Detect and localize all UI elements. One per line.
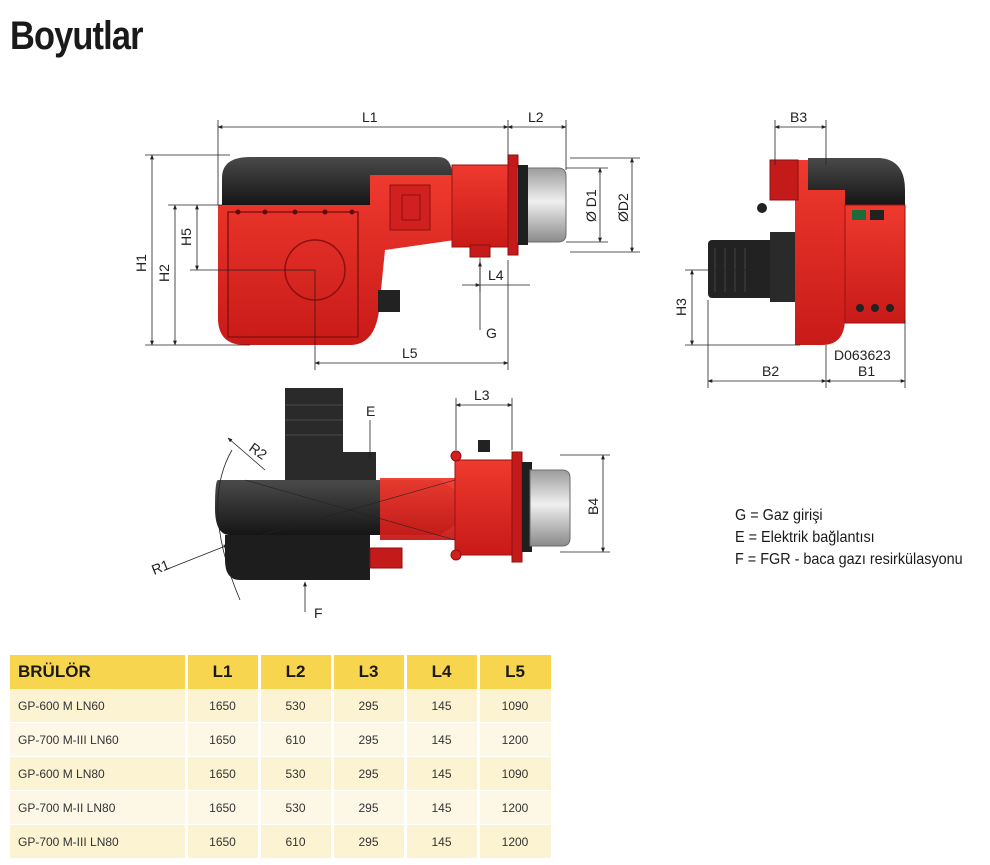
top-flange (511, 451, 523, 563)
side-dimensions (145, 120, 640, 370)
label-R2: R2 (246, 439, 270, 462)
front-side-panel (844, 204, 906, 324)
label-L2: L2 (528, 109, 544, 125)
label-G: G (486, 325, 497, 341)
label-D2: ØD2 (615, 193, 631, 222)
label-L3: L3 (474, 387, 490, 403)
table-row: GP-600 M LN60 1650 530 295 145 1090 (10, 689, 554, 723)
top-head-cylinder (454, 459, 516, 556)
front-motor (708, 240, 778, 298)
label-H2: H2 (156, 264, 172, 282)
cell-l2: 530 (259, 689, 334, 723)
cell-model: GP-700 M-III LN60 (10, 722, 188, 757)
legend-item: F = FGR - baca gazı resirkülasyonu (735, 551, 963, 568)
cell-l1: 1650 (186, 689, 261, 723)
cell-model: GP-600 M LN80 (10, 756, 188, 791)
top-duct (380, 478, 455, 540)
cell-model: GP-700 M-II LN80 (10, 790, 188, 825)
label-H5: H5 (178, 228, 194, 246)
header-l2: L2 (259, 655, 334, 689)
drawing-code: D063623 (834, 347, 891, 363)
side-flange (507, 154, 519, 256)
cell-l1: 1650 (186, 824, 261, 859)
label-B4: B4 (585, 498, 601, 515)
side-head-cylinder (451, 164, 513, 248)
cell-l4: 145 (405, 722, 480, 757)
cell-l5: 1200 (478, 824, 554, 859)
cell-l2: 610 (259, 824, 334, 859)
label-L5: L5 (402, 345, 418, 361)
header-l1: L1 (186, 655, 261, 689)
top-lower-housing (225, 535, 370, 580)
page-title: Boyutlar (10, 14, 144, 58)
cell-model: GP-700 M-III LN80 (10, 824, 188, 859)
cell-l2: 530 (259, 790, 334, 825)
side-nozzle (517, 167, 567, 243)
cell-l5: 1090 (478, 689, 554, 723)
label-B2: B2 (762, 363, 779, 379)
label-D1: Ø D1 (583, 189, 599, 222)
table-row: GP-600 M LN80 1650 530 295 145 1090 (10, 756, 554, 791)
side-actuator (378, 290, 400, 312)
cell-l1: 1650 (186, 756, 261, 791)
header-l3: L3 (332, 655, 407, 689)
label-L4: L4 (488, 267, 504, 283)
label-H3: H3 (673, 298, 689, 316)
cell-l2: 610 (259, 722, 334, 757)
header-l4: L4 (405, 655, 480, 689)
legend-item: G = Gaz girişi (735, 507, 823, 524)
side-connector-box (389, 184, 431, 231)
side-gas-inlet (469, 244, 491, 258)
cell-l4: 145 (405, 790, 480, 825)
cell-l3: 295 (332, 722, 407, 757)
dimension-drawing: L1 L2 H1 H2 H5 Ø D1 ØD2 L4 G L5 B3 (133, 109, 906, 621)
front-dimensions (685, 120, 906, 388)
side-view (218, 154, 567, 345)
table-row: GP-700 M-III LN60 1650 610 295 145 1200 (10, 722, 554, 757)
cell-l3: 295 (332, 756, 407, 791)
table-row: GP-700 M-II LN80 1650 530 295 145 1200 (10, 790, 554, 825)
cell-model: GP-600 M LN60 (10, 689, 188, 723)
label-E: E (366, 403, 375, 419)
cell-l3: 295 (332, 790, 407, 825)
side-bolts (235, 209, 355, 215)
cell-l4: 145 (405, 689, 480, 723)
cell-l1: 1650 (186, 790, 261, 825)
cell-l4: 145 (405, 756, 480, 791)
cell-l3: 295 (332, 689, 407, 723)
cell-l5: 1090 (478, 756, 554, 791)
front-top-cover (808, 158, 905, 205)
top-view (215, 388, 571, 580)
label-B1: B1 (858, 363, 875, 379)
cell-l1: 1650 (186, 722, 261, 757)
cell-l5: 1200 (478, 722, 554, 757)
label-F: F (314, 605, 323, 621)
table-row: GP-700 M-III LN80 1650 610 295 145 1200 (10, 824, 554, 859)
label-H1: H1 (133, 254, 149, 272)
label-L1: L1 (362, 109, 378, 125)
cell-l3: 295 (332, 824, 407, 859)
header-l5: L5 (478, 655, 554, 689)
header-burner: BRÜLÖR (10, 655, 188, 689)
cell-l4: 145 (405, 824, 480, 859)
cell-l5: 1200 (478, 790, 554, 825)
top-nozzle (529, 469, 571, 547)
cell-l2: 530 (259, 756, 334, 791)
table-header-row: BRÜLÖR L1 L2 L3 L4 L5 (10, 655, 554, 689)
top-dimensions (164, 398, 610, 612)
front-body (795, 160, 845, 345)
front-view (708, 158, 906, 345)
label-B3: B3 (790, 109, 807, 125)
dimensions-table: BRÜLÖR L1 L2 L3 L4 L5 GP-600 M LN60 1650… (10, 655, 554, 859)
label-R1: R1 (149, 556, 172, 578)
legend-item: E = Elektrik bağlantısı (735, 529, 875, 546)
legend: G = Gaz girişi E = Elektrik bağlantısı F… (735, 505, 988, 571)
